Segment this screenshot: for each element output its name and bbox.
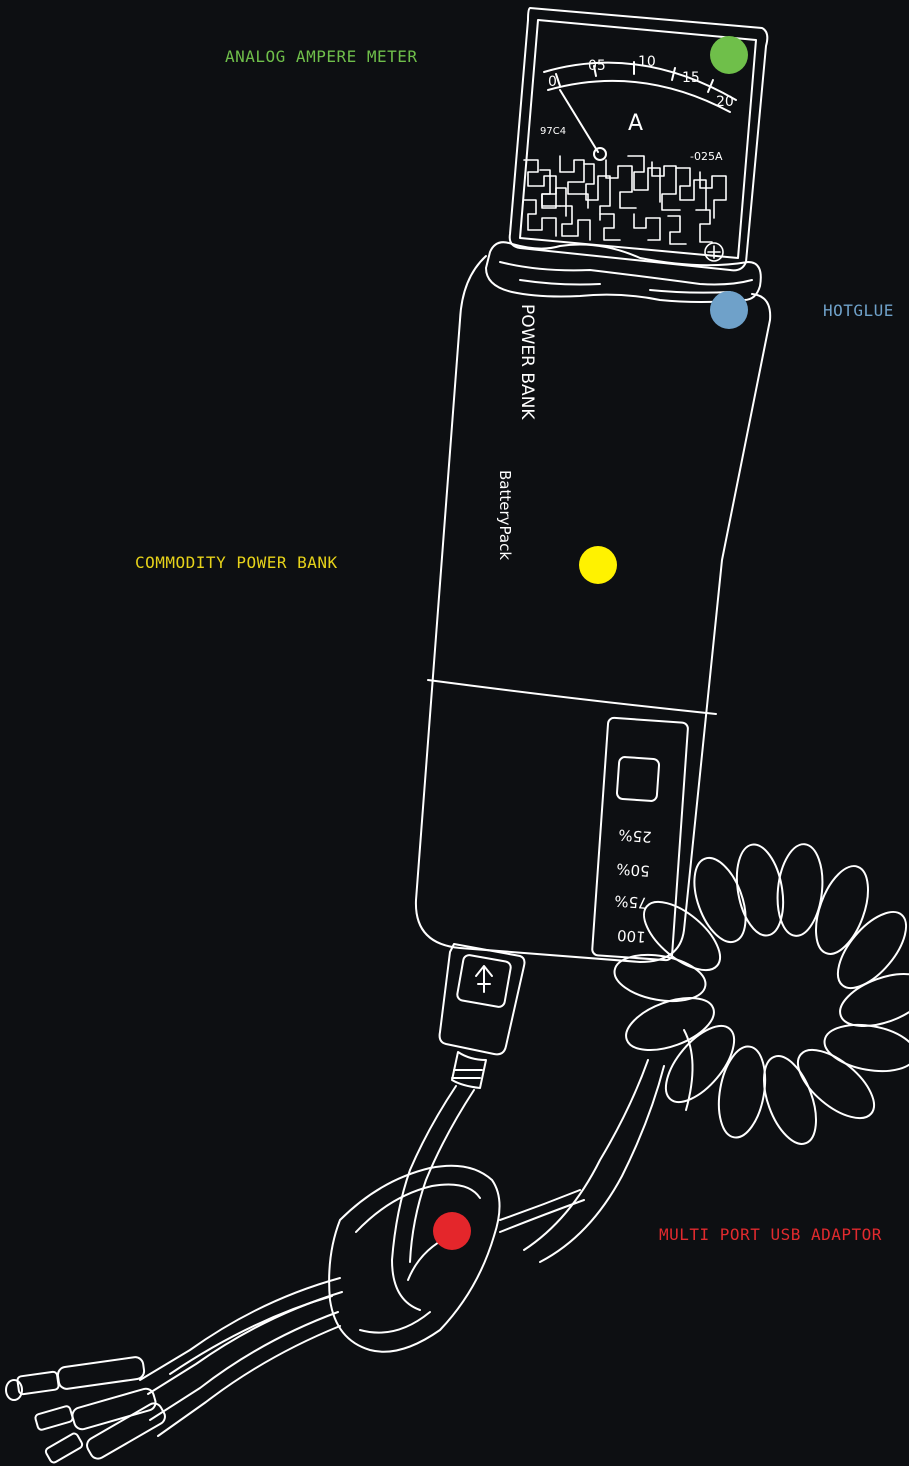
meter-needle (560, 90, 598, 152)
usb-adaptor-callout-dot (433, 1212, 471, 1250)
cables (392, 1030, 693, 1310)
splitter-leads (6, 1278, 342, 1464)
usb-plug (440, 944, 525, 1088)
charge-level-25: 25% (618, 826, 653, 846)
meter-scale-0: 0 (548, 74, 557, 90)
meter-left-mark: 97C4 (540, 126, 566, 137)
meter-callout-dot (710, 36, 748, 74)
meter-scale-20: 20 (716, 94, 734, 110)
bank-sub-text: BatteryPack (496, 470, 514, 560)
usb-adaptor-hub (329, 1166, 499, 1352)
meter-circuitry (524, 156, 726, 261)
charge-level-100: 100 (616, 926, 646, 946)
meter-scale-15: 15 (682, 70, 700, 86)
charge-level-75: 75% (614, 892, 649, 912)
meter-scale-10: 10 (638, 54, 656, 70)
coiled-cable (611, 841, 909, 1151)
charge-level-50: 50% (616, 860, 651, 880)
power-bank-callout-dot (579, 546, 617, 584)
meter-label: ANALOG AMPERE METER (225, 47, 418, 66)
hotglue-label: HOTGLUE (823, 301, 894, 320)
hotglue-callout-dot (710, 291, 748, 329)
meter-right-mark: -025A (690, 150, 723, 163)
power-bank-body: POWER BANK BatteryPack 25% 50% 75% 100 (416, 256, 770, 962)
power-bank-label: COMMODITY POWER BANK (135, 553, 338, 572)
meter-scale-05: 05 (588, 58, 606, 74)
bank-brand-text: POWER BANK (517, 304, 537, 420)
meter-unit: A (628, 111, 643, 136)
usb-adaptor-label: MULTI PORT USB ADAPTOR (659, 1225, 882, 1244)
